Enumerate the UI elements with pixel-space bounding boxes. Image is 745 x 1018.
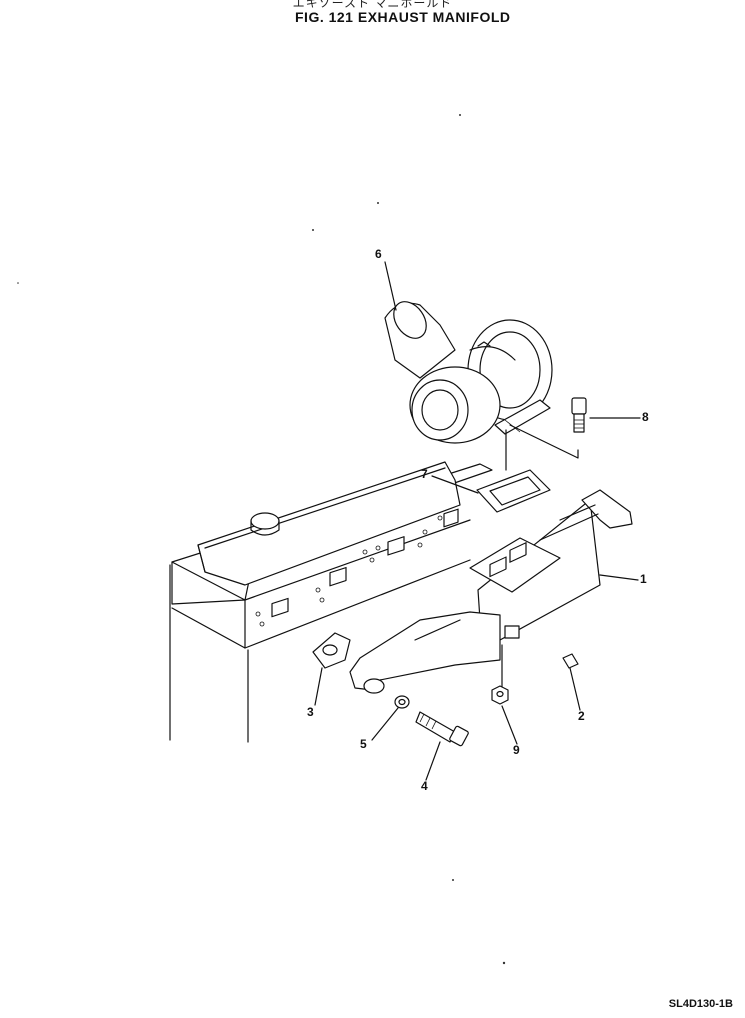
bolt-4 xyxy=(415,711,469,747)
callout-5: 5 xyxy=(360,737,367,751)
head-bolt-holes xyxy=(255,515,443,627)
bolt-8 xyxy=(571,397,587,433)
callout-3: 3 xyxy=(307,705,314,719)
nut-9 xyxy=(491,685,509,705)
callout-leaders xyxy=(314,261,641,781)
drawing-code: SL4D130-1B xyxy=(668,998,733,1010)
callout-8: 8 xyxy=(642,410,649,424)
callout-2: 2 xyxy=(578,709,585,723)
title-japanese: エキゾースト マニホールド xyxy=(292,0,453,10)
head-ports xyxy=(271,508,459,618)
gasket-7 xyxy=(476,469,551,513)
exhaust-manifold xyxy=(349,489,633,694)
callout-4: 4 xyxy=(421,779,428,793)
callout-1: 1 xyxy=(640,572,647,586)
assembly-line-bolt-8 xyxy=(509,424,579,459)
plug-2 xyxy=(562,653,579,669)
gasket-3 xyxy=(312,632,351,669)
washer-5 xyxy=(394,695,410,709)
callout-7: 7 xyxy=(421,467,428,481)
engine-block xyxy=(169,461,493,743)
callout-9: 9 xyxy=(513,743,520,757)
figure-title: FIG. 121 EXHAUST MANIFOLD xyxy=(295,9,511,25)
callout-6: 6 xyxy=(375,247,382,261)
turbocharger xyxy=(384,301,553,444)
scan-specks xyxy=(17,114,506,965)
